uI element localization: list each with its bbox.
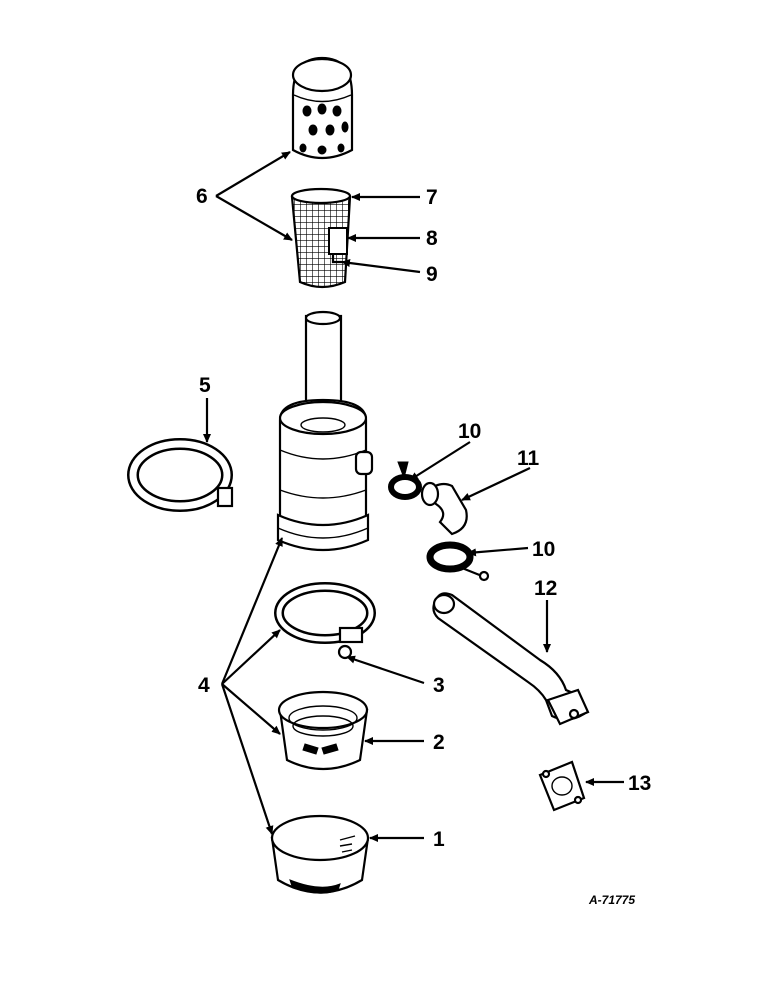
hose-clamp-upper: [388, 461, 422, 500]
leader-lines: [203, 151, 624, 842]
callout-8: 8: [426, 227, 438, 250]
callout-9: 9: [426, 263, 438, 286]
precleaner-cap: [291, 56, 354, 160]
elbow-hose: [420, 481, 468, 536]
air-cleaner-body: [276, 310, 374, 552]
precleaner-screen: [290, 187, 352, 289]
callout-4: 4: [198, 674, 210, 697]
flange-gasket: [538, 760, 586, 812]
callout-3: 3: [433, 674, 445, 697]
callout-1: 1: [433, 828, 445, 851]
callout-10-lower: 10: [532, 538, 555, 561]
inner-oil-cup: [277, 690, 369, 770]
band-clamp: [127, 438, 234, 512]
callout-13: 13: [628, 772, 651, 795]
callout-2: 2: [433, 731, 445, 754]
callout-7: 7: [426, 186, 438, 209]
callout-6: 6: [196, 185, 208, 208]
drawing-number: A-71775: [588, 893, 635, 907]
intake-pipe: [432, 592, 590, 726]
gasket-ring: [274, 582, 376, 660]
callout-12: 12: [534, 577, 557, 600]
callout-5: 5: [199, 374, 211, 397]
callout-10-upper: 10: [458, 420, 481, 443]
oil-cup: [270, 814, 370, 894]
callout-11: 11: [517, 447, 540, 470]
hose-clamp-lower: [426, 541, 490, 582]
